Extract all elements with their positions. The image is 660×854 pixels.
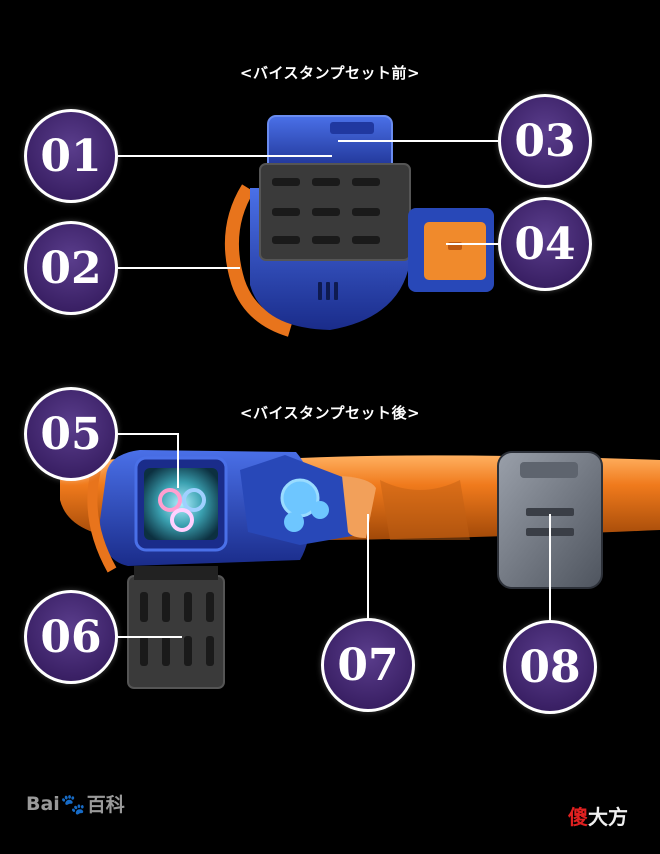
- callout-01: 01: [24, 109, 118, 203]
- caption-back: <バイスタンプセット後>: [239, 404, 421, 422]
- baidu-baike-text: 百科: [86, 794, 125, 816]
- brand-watermark: 傻大方: [568, 801, 628, 830]
- callout-07: 07: [321, 618, 415, 712]
- callout-08: 08: [503, 620, 597, 714]
- brand-char-1: 傻: [568, 805, 588, 829]
- callout-04: 04: [498, 197, 592, 291]
- brand-char-2: 大方: [588, 805, 628, 829]
- paw-icon: 🐾: [60, 791, 86, 816]
- baidu-watermark: Bai 🐾 百科: [26, 790, 125, 817]
- back-device: [87, 450, 376, 689]
- callout-03: 03: [498, 94, 592, 188]
- callout-05: 05: [24, 387, 118, 481]
- baidu-text: Bai: [26, 792, 60, 815]
- callout-06: 06: [24, 590, 118, 684]
- front-device: [224, 115, 494, 337]
- caption-front: <バイスタンプセット前>: [239, 64, 421, 82]
- callout-02: 02: [24, 221, 118, 315]
- leader-lines: [118, 140, 551, 638]
